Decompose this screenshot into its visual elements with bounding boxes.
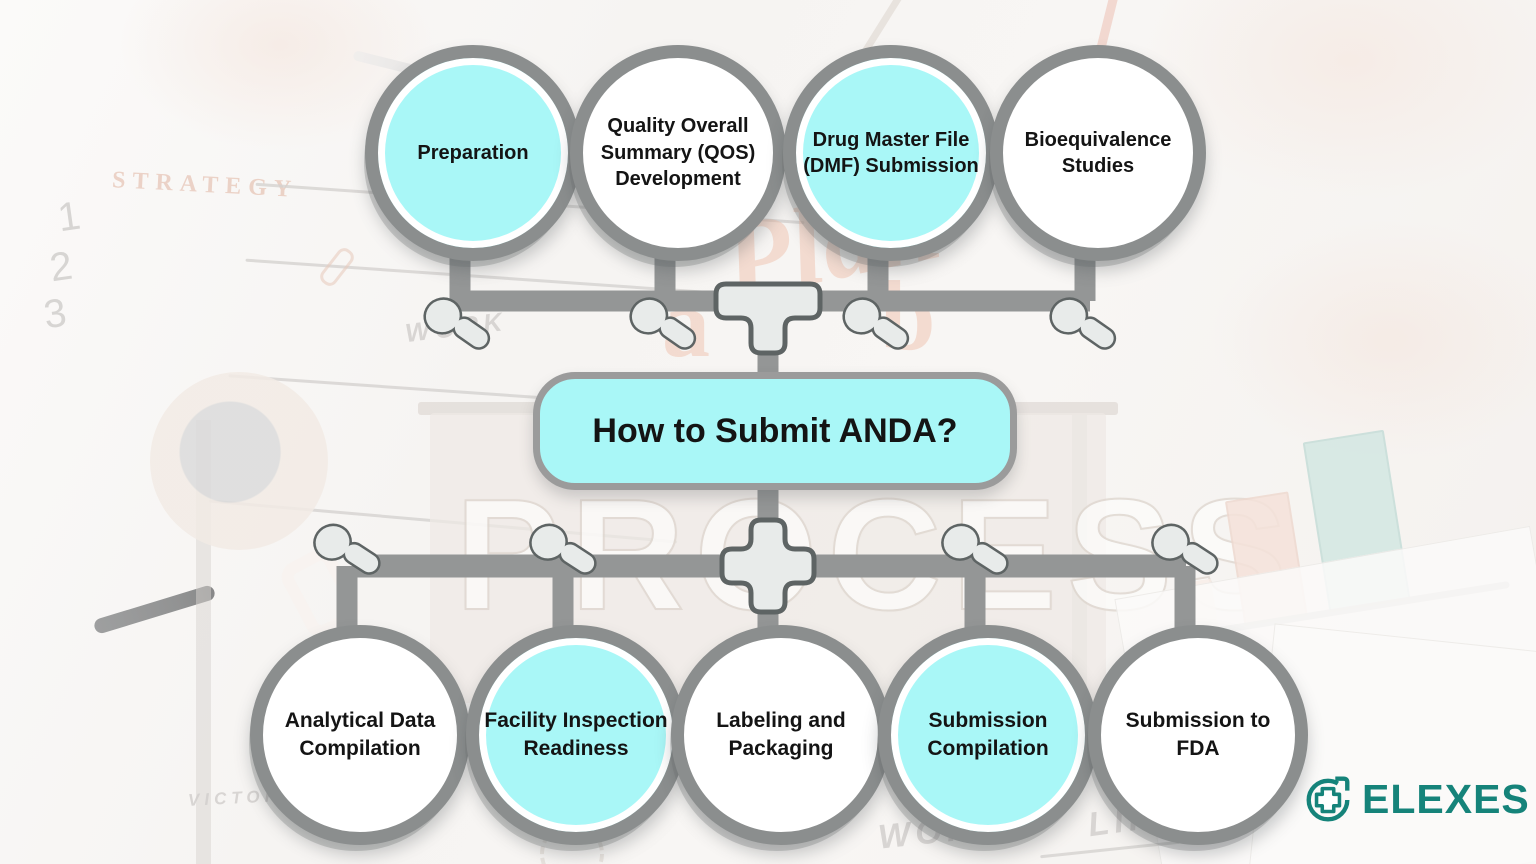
- node-label: Submission to FDA: [1125, 709, 1271, 760]
- node-label: Quality Overall Summary (QOS) Developmen…: [600, 115, 756, 191]
- node-submission-compilation: Submission Compilation: [878, 625, 1098, 845]
- elexes-logo: ELEXES: [1303, 774, 1530, 824]
- node-labeling-and-packaging: Labeling and Packaging: [671, 625, 891, 845]
- node-submission-to-fda: Submission to FDA: [1088, 625, 1308, 845]
- node-preparation: Preparation: [365, 45, 581, 261]
- node-label: Analytical Data Compilation: [284, 709, 436, 760]
- node-bioequivalence-studies: Bioequivalence Studies: [990, 45, 1206, 261]
- node-label: Facility Inspection Readiness: [484, 709, 668, 760]
- node-facility-inspection-readiness: Facility Inspection Readiness: [466, 625, 686, 845]
- logo-wordmark: ELEXES: [1362, 775, 1530, 822]
- node-label: Submission Compilation: [927, 709, 1049, 760]
- node-label: Drug Master File (DMF) Submission: [803, 128, 979, 177]
- medical-cross-icon: [1306, 776, 1350, 822]
- node-label: Preparation: [417, 141, 529, 164]
- title-box: How to Submit ANDA?: [533, 372, 1017, 490]
- node-qos-development: Quality Overall Summary (QOS) Developmen…: [570, 45, 786, 261]
- node-dmf-submission: Drug Master File (DMF) Submission: [783, 45, 999, 261]
- background-hand-right: [1210, 220, 1536, 460]
- node-label: Labeling and Packaging: [716, 709, 846, 760]
- node-analytical-data-compilation: Analytical Data Compilation: [250, 625, 470, 845]
- background-letter-b: b: [880, 260, 936, 371]
- page-title: How to Submit ANDA?: [592, 411, 958, 450]
- node-label: Bioequivalence Studies: [1024, 128, 1172, 177]
- coffee-cup-icon: [150, 372, 328, 550]
